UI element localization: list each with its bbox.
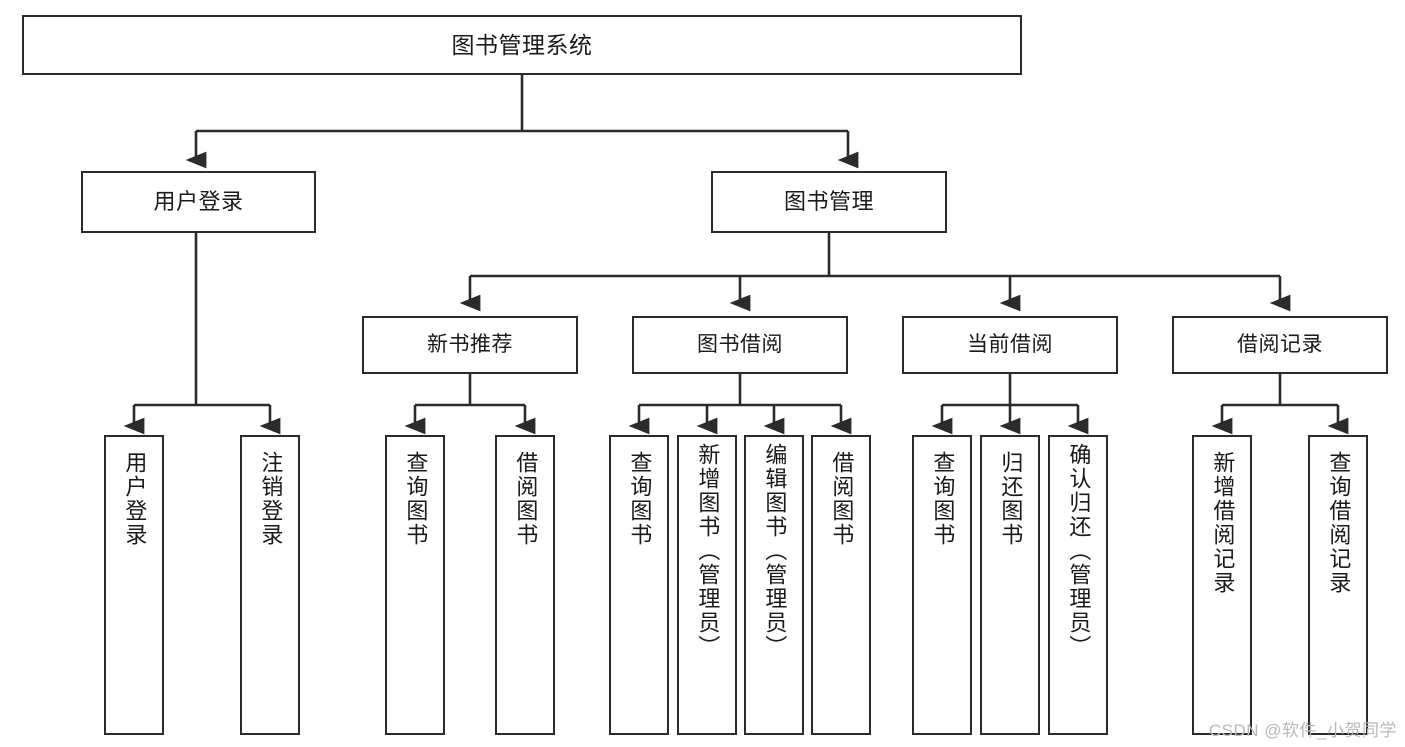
node-label: 借阅图书 xyxy=(829,451,855,547)
leaf-add-book-admin[interactable]: 新增图书（管理员） xyxy=(677,435,737,735)
node-label: 新增图书（管理员） xyxy=(695,443,721,659)
leaf-query-book-recommend[interactable]: 查询图书 xyxy=(385,435,445,735)
leaf-confirm-return-admin[interactable]: 确认归还（管理员） xyxy=(1048,435,1108,735)
leaf-query-borrow-record[interactable]: 查询借阅记录 xyxy=(1308,435,1368,735)
node-label: 查询借阅记录 xyxy=(1326,451,1352,595)
node-label: 注销登录 xyxy=(258,451,284,547)
node-label: 新增借阅记录 xyxy=(1210,451,1236,595)
leaf-return-book[interactable]: 归还图书 xyxy=(980,435,1040,735)
node-label: 图书管理系统 xyxy=(451,31,593,58)
node-label: 用户登录 xyxy=(122,451,148,547)
leaf-borrow-book-recommend[interactable]: 借阅图书 xyxy=(495,435,555,735)
leaf-user-login[interactable]: 用户登录 xyxy=(104,435,164,735)
node-root-book-management-system[interactable]: 图书管理系统 xyxy=(22,15,1022,75)
node-borrow-record[interactable]: 借阅记录 xyxy=(1172,316,1388,374)
leaf-add-borrow-record[interactable]: 新增借阅记录 xyxy=(1192,435,1252,735)
leaf-borrow-book-borrow[interactable]: 借阅图书 xyxy=(811,435,871,735)
node-label: 编辑图书（管理员） xyxy=(762,443,788,659)
leaf-query-book-borrow[interactable]: 查询图书 xyxy=(609,435,669,735)
csdn-watermark: CSDN @软件_小贺同学 xyxy=(1208,721,1397,740)
node-new-book-recommend[interactable]: 新书推荐 xyxy=(362,316,578,374)
node-current-borrow[interactable]: 当前借阅 xyxy=(902,316,1118,374)
leaf-edit-book-admin[interactable]: 编辑图书（管理员） xyxy=(744,435,804,735)
node-user-login[interactable]: 用户登录 xyxy=(81,171,316,233)
leaf-query-book-current[interactable]: 查询图书 xyxy=(912,435,972,735)
node-label: 当前借阅 xyxy=(967,332,1053,356)
node-label: 查询图书 xyxy=(627,451,653,547)
node-label: 确认归还（管理员） xyxy=(1066,443,1092,659)
node-label: 查询图书 xyxy=(403,451,429,547)
node-label: 用户登录 xyxy=(153,189,244,215)
node-label: 借阅记录 xyxy=(1237,332,1323,356)
node-label: 归还图书 xyxy=(998,451,1024,547)
node-book-management[interactable]: 图书管理 xyxy=(711,171,947,233)
node-label: 图书借阅 xyxy=(697,332,783,356)
node-label: 图书管理 xyxy=(783,189,874,215)
node-label: 借阅图书 xyxy=(513,451,539,547)
node-book-borrow[interactable]: 图书借阅 xyxy=(632,316,848,374)
leaf-logout-login[interactable]: 注销登录 xyxy=(240,435,300,735)
node-label: 查询图书 xyxy=(930,451,956,547)
node-label: 新书推荐 xyxy=(427,332,513,356)
